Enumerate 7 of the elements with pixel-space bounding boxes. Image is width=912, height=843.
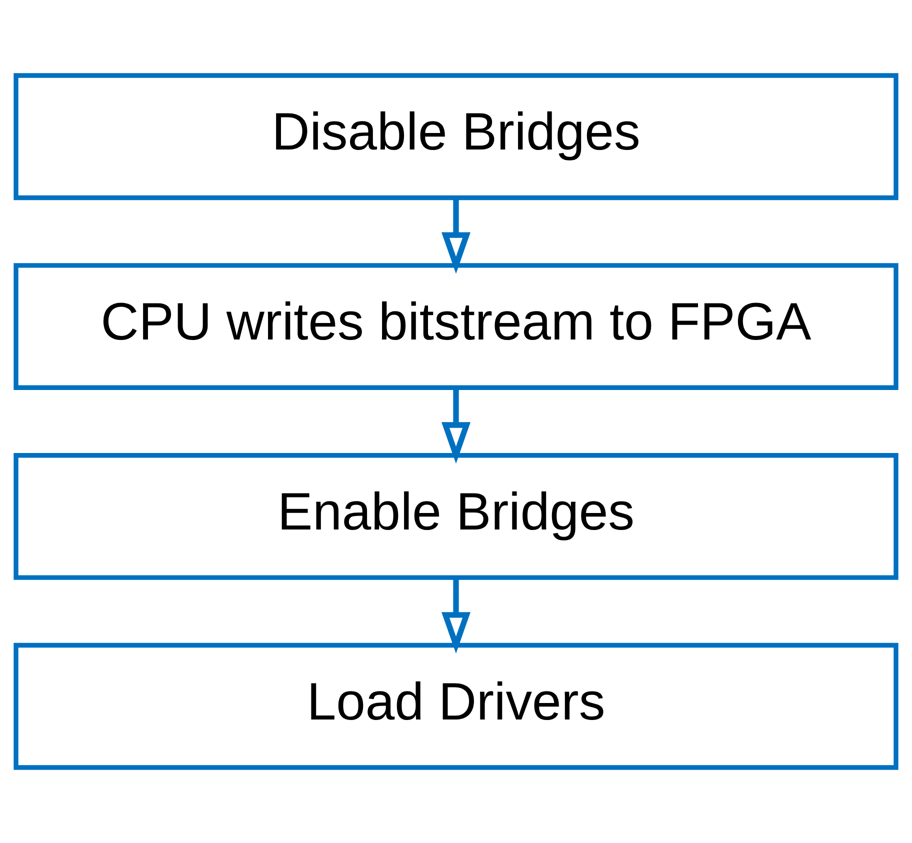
arrow: [442, 578, 470, 654]
arrow: [442, 198, 470, 274]
node-box: CPU writes bitstream to FPGA: [14, 263, 898, 390]
arrow: [442, 388, 470, 464]
node-box: Load Drivers: [14, 642, 898, 770]
node-box: Enable Bridges: [14, 453, 898, 580]
node-box: Disable Bridges: [14, 73, 898, 200]
